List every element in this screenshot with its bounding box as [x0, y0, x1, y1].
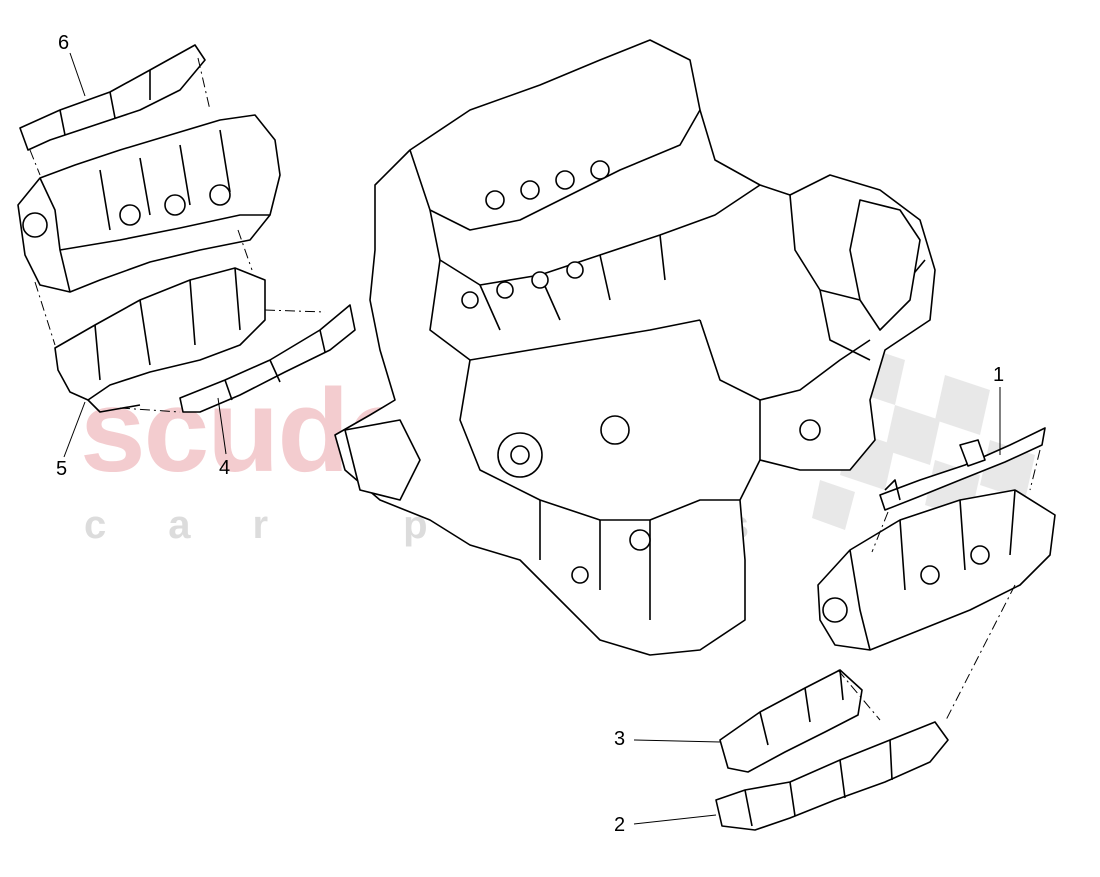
intake-manifold-right	[817, 489, 1056, 651]
callout-5[interactable]: 5	[56, 458, 68, 480]
callout-4[interactable]: 4	[219, 457, 231, 479]
part-4-gasket	[179, 304, 356, 413]
callout-1[interactable]: 1	[993, 364, 1005, 386]
callout-6[interactable]: 6	[58, 32, 70, 54]
part-6-cover-strip	[19, 44, 206, 151]
leader-lines	[63, 52, 1001, 825]
callout-3[interactable]: 3	[614, 728, 626, 750]
part-5-manifold-cover	[54, 267, 266, 413]
intake-manifold-left	[17, 114, 281, 293]
engine-assembly	[334, 39, 936, 656]
callout-2[interactable]: 2	[614, 814, 626, 836]
part-3-cover	[719, 669, 863, 773]
assembly-guide-lines	[29, 57, 1041, 723]
part-1-cover-strip	[879, 427, 1046, 511]
part-2-cover	[715, 721, 949, 831]
